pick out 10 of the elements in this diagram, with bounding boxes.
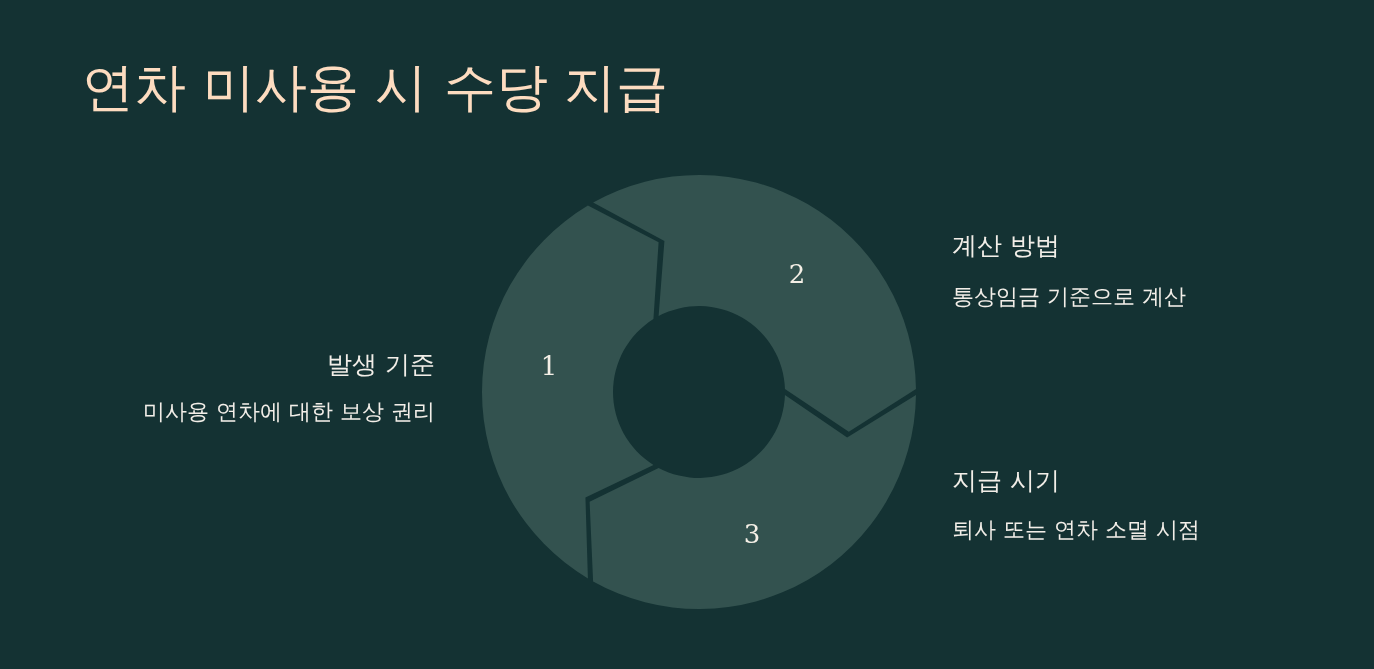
step-number: 1 [540,353,558,379]
step-description: 통상임금 기준으로 계산 [952,283,1186,311]
step-description: 미사용 연차에 대한 보상 권리 [143,398,435,426]
diagram-title: 연차 미사용 시 수당 지급 [82,56,669,119]
step-heading: 계산 방법 [952,231,1060,261]
step-description: 퇴사 또는 연차 소멸 시점 [952,516,1200,544]
step-heading: 발생 기준 [327,350,435,380]
step-heading: 지급 시기 [952,466,1060,496]
step-number: 3 [743,521,761,547]
step-number: 2 [788,261,806,287]
